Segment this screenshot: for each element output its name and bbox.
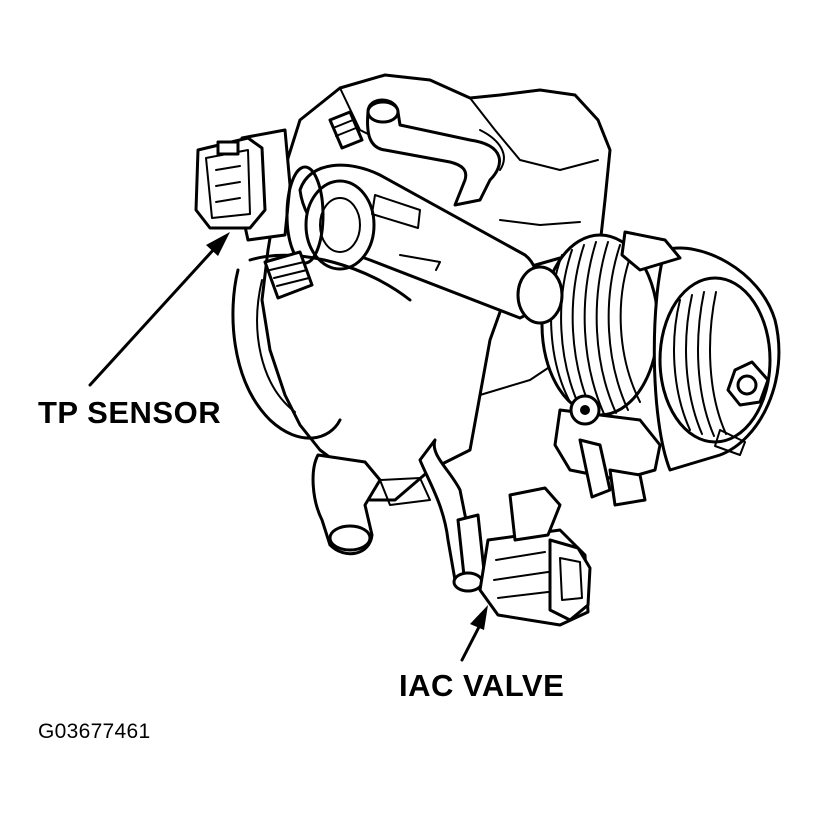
- tp-sensor-label: TP SENSOR: [38, 395, 222, 430]
- figure-id: G03677461: [38, 720, 151, 743]
- tp-sensor-leader: [88, 232, 230, 387]
- throttle-cam-pulley: [516, 233, 660, 417]
- throttle-drum: [620, 230, 781, 472]
- adjustment-screw: [263, 110, 364, 300]
- intake-bore: [231, 253, 412, 440]
- iac-valve: [478, 486, 592, 627]
- lower-coolant-pipes: [311, 438, 487, 593]
- tp-sensor: [194, 128, 292, 242]
- coolant-pipe-top: [366, 98, 505, 207]
- iac-valve-label: IAC VALVE: [399, 668, 565, 703]
- iac-valve-leader: [460, 605, 488, 662]
- linkage-arm: [553, 394, 746, 507]
